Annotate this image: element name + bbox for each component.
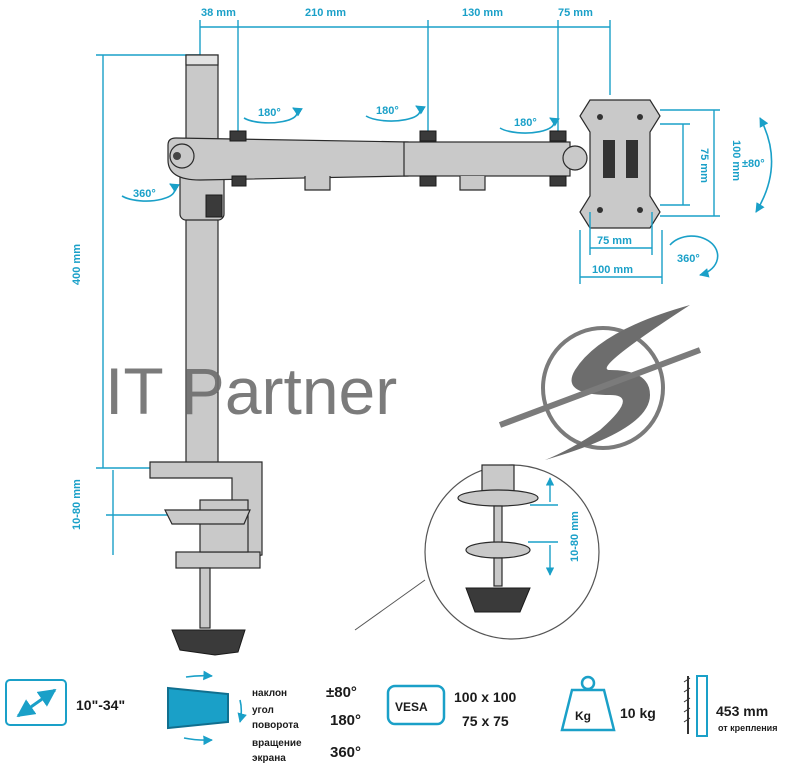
rotation-value: 360° <box>330 744 361 761</box>
weight-handle-icon <box>580 675 596 691</box>
clamp-bottom-plate <box>175 551 261 569</box>
vesa-plate <box>579 99 661 229</box>
arm-nut <box>229 130 247 142</box>
pole <box>179 54 225 466</box>
clamp-screw <box>199 567 211 629</box>
vesa-hole <box>637 207 643 213</box>
spec-label: вращение <box>252 738 302 749</box>
vesa-icon <box>386 684 446 726</box>
rotation-arrow-icon <box>243 107 303 124</box>
clamp-handle <box>171 629 246 656</box>
distance-value: 453 mm <box>716 703 768 719</box>
vesa-outer-h-label: 100 mm <box>730 140 742 181</box>
rotation-label: 180° <box>376 105 399 117</box>
pole-height-label: 400 mm <box>71 244 83 285</box>
spec-label: наклон <box>252 688 287 699</box>
arm-pivot <box>169 143 195 169</box>
distance-bar-icon <box>696 675 708 737</box>
detail-screw <box>493 505 503 547</box>
vesa-small-value: 75 x 75 <box>462 713 509 729</box>
watermark-logo-streak <box>498 347 702 428</box>
cable-clip <box>459 176 486 191</box>
vesa-slot <box>603 140 615 178</box>
rotation-label: 360° <box>133 188 156 200</box>
tilt-arrow-icon <box>755 117 773 213</box>
vesa-outer-w-label: 100 mm <box>592 264 633 276</box>
clamp-body <box>199 499 249 553</box>
rotation-label: 360° <box>677 253 700 265</box>
vesa-slot <box>626 140 638 178</box>
detail-pointer <box>354 579 426 631</box>
pole-knob <box>205 194 223 218</box>
detail-screw <box>493 557 503 587</box>
arm-nut <box>549 130 567 142</box>
spec-label: угол <box>252 705 274 716</box>
diagonal-arrow-icon <box>16 688 57 718</box>
tilt-label: ±80° <box>742 158 765 170</box>
rotation-label: 180° <box>514 117 537 129</box>
weight-icon <box>560 688 616 732</box>
top-dimension-label: 210 mm <box>305 7 346 19</box>
top-dimension-group: 38 mm 210 mm 130 mm 75 mm <box>199 7 611 135</box>
detail-clamp-range-label: 10-80 mm <box>569 511 581 562</box>
vesa-inner-w-label: 75 mm <box>597 235 632 247</box>
weight-badge: Kg <box>575 709 591 723</box>
arm <box>167 130 588 191</box>
vesa-plate-body <box>579 99 661 229</box>
top-dimension-label: 130 mm <box>462 7 503 19</box>
arm-nut <box>231 175 247 187</box>
weight-value: 10 kg <box>620 705 656 721</box>
screen-size-value: 10"-34" <box>76 697 125 713</box>
rotation-label: 180° <box>258 107 281 119</box>
spec-label: поворота <box>252 720 299 731</box>
rotation-arrow-icon <box>365 105 426 122</box>
rotation-arrow-icon <box>121 183 180 202</box>
desk-clamp <box>149 461 263 656</box>
vesa-dimensions: 75 mm 100 mm 75 mm 100 mm <box>579 109 742 284</box>
tilt-arrow-small-icon <box>237 699 247 723</box>
pole-shaft <box>185 54 219 466</box>
vesa-hole <box>597 114 603 120</box>
vesa-badge: VESA <box>395 700 428 714</box>
arm-segment-2 <box>403 141 571 177</box>
vesa-inner-h-label: 75 mm <box>698 148 710 183</box>
arm-nut <box>419 130 437 142</box>
rotation-indicators: 180° 180° 180° 360° 360° ±80° <box>121 105 773 278</box>
cable-clip <box>304 176 331 191</box>
vesa-large-value: 100 x 100 <box>454 689 516 705</box>
vesa-hole <box>637 114 643 120</box>
swivel-value: 180° <box>330 712 361 729</box>
spec-label: экрана <box>252 753 286 764</box>
clamp-pad <box>164 509 251 525</box>
rotation-arrow-small-icon <box>183 735 213 746</box>
detail-handle <box>465 587 531 613</box>
vesa-hole <box>597 207 603 213</box>
arm-nut <box>549 175 567 187</box>
monitor-screen-icon <box>167 686 229 730</box>
top-dimension-label: 38 mm <box>201 7 236 19</box>
clamp-range-label: 10-80 mm <box>71 479 83 530</box>
arm-segment-1 <box>167 137 409 181</box>
wall-hatch-icon <box>683 677 691 723</box>
arm-pivot-screw <box>173 152 181 160</box>
swivel-arrow-icon <box>185 670 213 681</box>
detail-clamp-bottom <box>465 541 531 559</box>
rotation-arrow-icon <box>669 235 719 278</box>
specs-strip: 10"-34" наклон угол поворота вращение эк… <box>5 670 777 764</box>
detail-clamp-top <box>457 489 539 507</box>
distance-label: от крепления <box>718 723 777 733</box>
watermark: IT Partner <box>105 305 702 460</box>
arm-end-pivot <box>562 145 588 171</box>
tilt-value: ±80° <box>326 684 357 701</box>
watermark-logo-ring <box>541 326 665 450</box>
rotation-arrow-icon <box>499 117 560 134</box>
clamp-range-dimension: 10-80 mm <box>71 470 175 555</box>
clamp-detail-inset: 10-80 mm <box>354 464 600 640</box>
arm-nut <box>419 175 437 187</box>
watermark-text: IT Partner <box>105 354 397 428</box>
top-dimension-label: 75 mm <box>558 7 593 19</box>
pole-cap <box>185 54 219 66</box>
